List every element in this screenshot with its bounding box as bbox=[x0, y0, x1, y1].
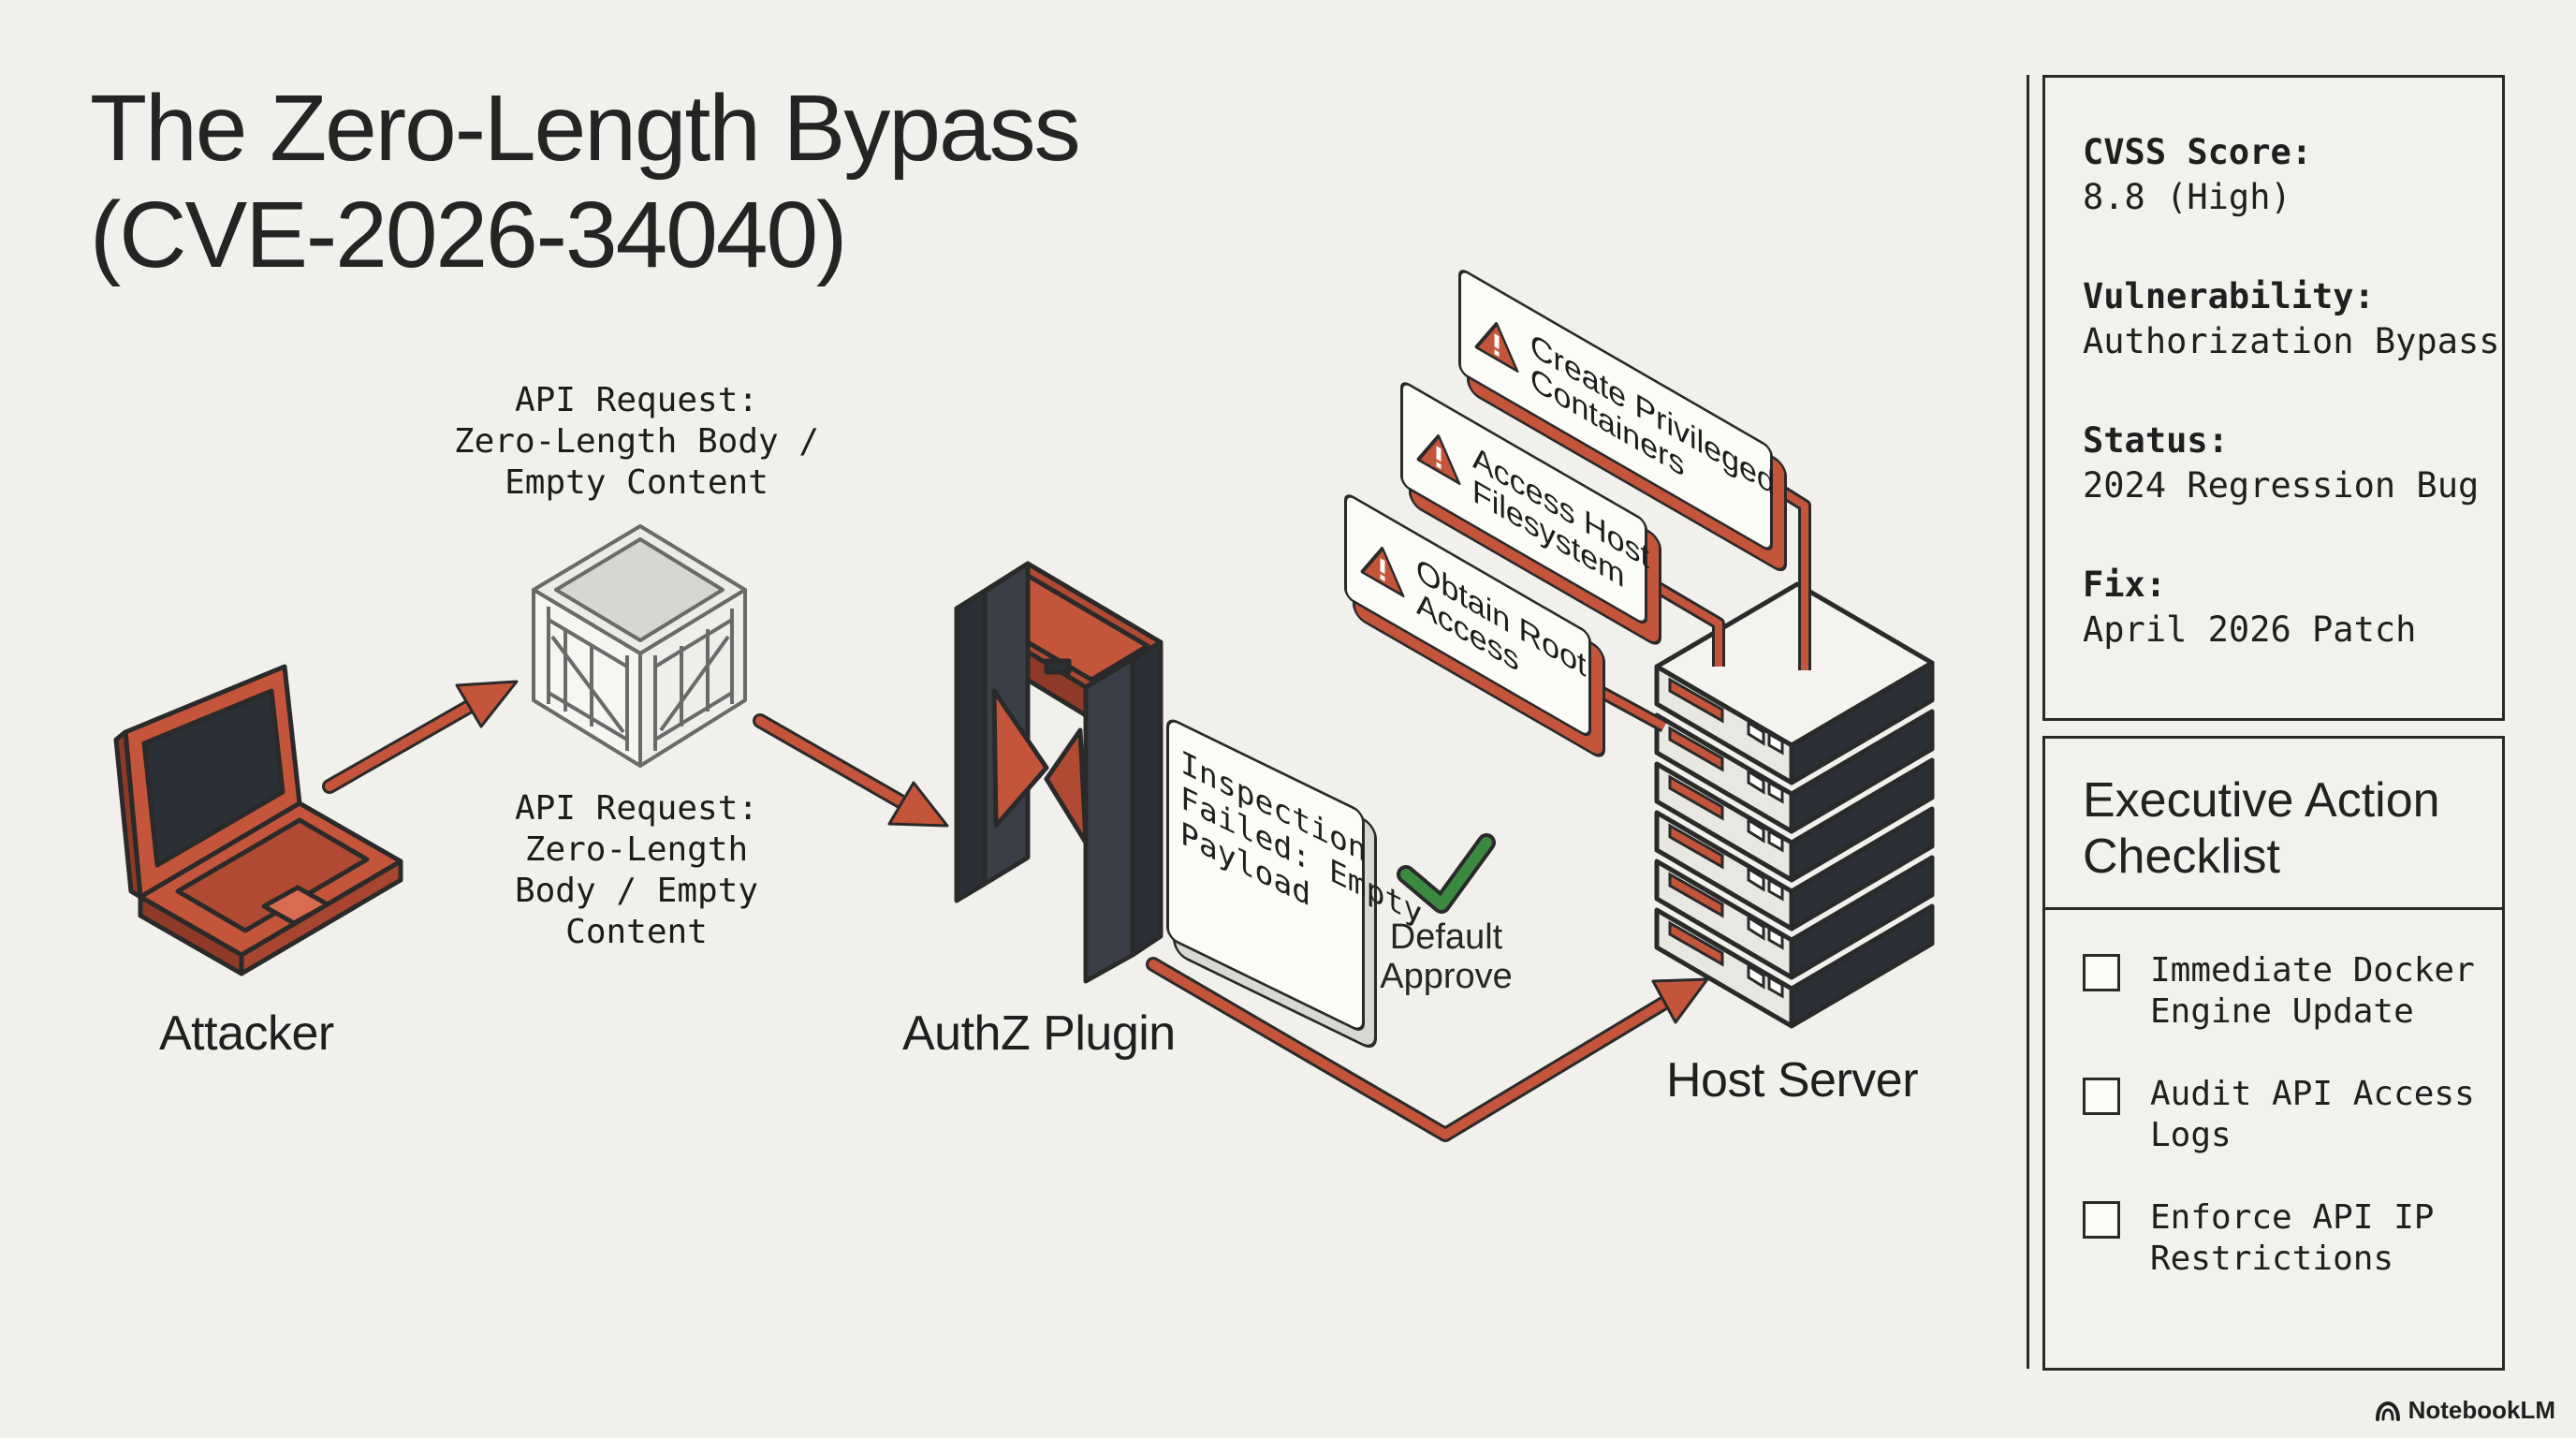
server-unit bbox=[1654, 806, 1935, 932]
checklist-title: Executive Action Checklist bbox=[2083, 772, 2440, 885]
info-fix-value: April 2026 Patch bbox=[2083, 609, 2417, 650]
checklist-item-2-line-1: Audit API Access bbox=[2150, 1075, 2475, 1113]
info-vulnerability-value: Authorization Bypass bbox=[2083, 321, 2500, 361]
server-unit bbox=[1654, 903, 1935, 1029]
request-label-bottom-line-2: Zero-Length bbox=[524, 830, 749, 869]
request-label-bottom: API Request: Zero-Length Body / Empty Co… bbox=[449, 788, 824, 953]
info-fix: Fix: April 2026 Patch bbox=[2083, 563, 2416, 653]
checklist-item-1-line-1: Immediate Docker bbox=[2150, 951, 2475, 990]
request-label-top-line-1: API Request: bbox=[514, 381, 759, 419]
checklist-item-docker-update[interactable]: Immediate Docker Engine Update bbox=[2083, 950, 2475, 1033]
warning-icon bbox=[1474, 321, 1519, 374]
server-unit bbox=[1654, 757, 1935, 883]
arrow-request-to-authz bbox=[753, 713, 949, 828]
checklist-item-1-line-2: Engine Update bbox=[2150, 992, 2414, 1031]
server-unit bbox=[1654, 660, 1935, 785]
panel-separator bbox=[2027, 75, 2029, 1369]
action-checklist-panel: Executive Action Checklist Immediate Doc… bbox=[2042, 736, 2505, 1371]
page-title: The Zero-Length Bypass (CVE-2026-34040) bbox=[90, 75, 1307, 288]
checkbox[interactable] bbox=[2083, 1078, 2120, 1115]
request-label-bottom-line-3: Body / Empty bbox=[514, 872, 759, 910]
authz-plugin-label: AuthZ Plugin bbox=[902, 1006, 1176, 1061]
info-status: Status: 2024 Regression Bug bbox=[2083, 418, 2479, 508]
checklist-item-3-line-1: Enforce API IP bbox=[2150, 1198, 2435, 1237]
checklist-title-line-2: Checklist bbox=[2083, 829, 2280, 884]
brand-text: NotebookLM bbox=[2408, 1396, 2555, 1424]
info-vulnerability: Vulnerability: Authorization Bypass bbox=[2083, 274, 2500, 364]
info-cvss: CVSS Score: 8.8 (High) bbox=[2083, 130, 2312, 220]
request-label-top-line-2: Zero-Length Body / bbox=[453, 422, 820, 461]
info-vulnerability-label: Vulnerability: bbox=[2083, 276, 2375, 316]
warning-icon bbox=[1360, 546, 1405, 598]
arrow-attacker-to-request bbox=[322, 680, 519, 794]
server-unit bbox=[1654, 855, 1935, 980]
vulnerability-info-panel: CVSS Score: 8.8 (High) Vulnerability: Au… bbox=[2042, 75, 2505, 721]
host-server-label: Host Server bbox=[1666, 1053, 1919, 1108]
info-status-value: 2024 Regression Bug bbox=[2083, 465, 2480, 506]
empty-crate-icon bbox=[532, 524, 747, 768]
checklist-item-3-line-2: Restrictions bbox=[2150, 1240, 2394, 1278]
action-tag-access-filesystem: Access Host Filesystem bbox=[1400, 378, 1649, 628]
authz-gate-icon bbox=[954, 561, 1164, 984]
request-label-top-line-3: Empty Content bbox=[505, 463, 768, 502]
info-status-label: Status: bbox=[2083, 420, 2229, 461]
action-tag-create-containers: Create Privileged Containers bbox=[1458, 266, 1775, 554]
request-label-bottom-line-4: Content bbox=[565, 913, 708, 951]
checklist-title-line-1: Executive Action bbox=[2083, 773, 2440, 828]
server-unit bbox=[1654, 709, 1935, 834]
checklist-item-2-line-2: Logs bbox=[2150, 1116, 2232, 1154]
checkmark-icon bbox=[1397, 833, 1496, 914]
checkbox[interactable] bbox=[2083, 954, 2120, 991]
request-label-bottom-line-1: API Request: bbox=[514, 789, 759, 828]
default-approve-line-1: Default bbox=[1389, 917, 1503, 957]
attacker-label: Attacker bbox=[159, 1006, 334, 1061]
checklist-divider bbox=[2045, 907, 2502, 910]
server-units bbox=[1654, 660, 1935, 1029]
checklist-item-ip-restrictions[interactable]: Enforce API IP Restrictions bbox=[2083, 1197, 2434, 1280]
default-approve-line-2: Approve bbox=[1380, 957, 1513, 996]
info-cvss-label: CVSS Score: bbox=[2083, 132, 2313, 172]
action-connectors bbox=[1578, 472, 1811, 733]
request-label-top: API Request: Zero-Length Body / Empty Co… bbox=[440, 380, 833, 504]
arrow-authz-to-host bbox=[1146, 957, 1709, 1142]
info-fix-label: Fix: bbox=[2083, 565, 2167, 605]
checklist-item-audit-logs[interactable]: Audit API Access Logs bbox=[2083, 1074, 2475, 1156]
default-approve-label: Default Approve bbox=[1357, 917, 1535, 996]
warning-icon bbox=[1416, 433, 1461, 486]
checkbox[interactable] bbox=[2083, 1201, 2120, 1239]
notebooklm-brand: NotebookLM bbox=[2375, 1396, 2555, 1425]
info-cvss-value: 8.8 (High) bbox=[2083, 177, 2291, 217]
notebooklm-logo-icon bbox=[2375, 1401, 2400, 1421]
action-tag-root-access: Obtain Root Access bbox=[1344, 491, 1591, 741]
page-title-line-2: (CVE-2026-34040) bbox=[90, 183, 847, 287]
page-title-line-1: The Zero-Length Bypass bbox=[90, 76, 1081, 181]
attacker-laptop-icon bbox=[113, 664, 403, 976]
